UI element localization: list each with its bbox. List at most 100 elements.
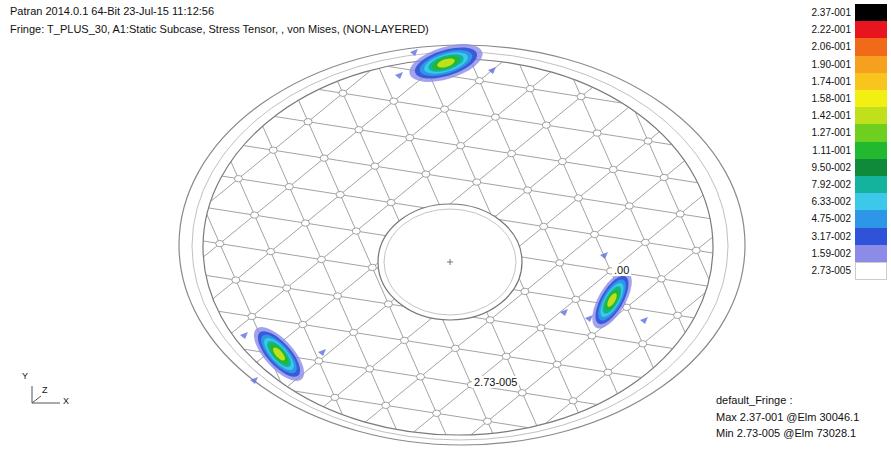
contour-fleck [395, 72, 403, 79]
grid-node [526, 85, 534, 91]
axis-triad [32, 386, 60, 403]
grid-node [400, 337, 408, 343]
center-mark [447, 259, 453, 265]
contour-band [602, 287, 622, 313]
grid-node [387, 199, 395, 205]
grid-node [572, 296, 580, 302]
grid-node [518, 390, 526, 396]
grid-node [384, 301, 392, 307]
grid-rib [131, 0, 891, 19]
grid-rib [585, 0, 845, 454]
grid-node [234, 175, 242, 181]
contour-band [605, 292, 618, 309]
contour-band [589, 271, 635, 329]
grid-node [639, 341, 647, 347]
grid-node [232, 277, 240, 283]
grid-rib [0, 45, 202, 454]
grid-node [382, 402, 390, 408]
center-hole [378, 204, 522, 320]
legend-swatch [855, 4, 887, 22]
grid-node [339, 90, 347, 96]
grid-node [475, 77, 483, 83]
grid-node [540, 223, 548, 229]
axis-letter: X [63, 397, 69, 407]
grid-rib [378, 150, 891, 454]
stress-contours [240, 37, 648, 389]
legend-value: 9.50-002 [812, 162, 851, 173]
contour-fleck [250, 377, 258, 384]
legend-value: 1.27-001 [812, 127, 851, 138]
grid-node [336, 191, 344, 197]
y-axis [32, 386, 33, 403]
grid-rib [75, 85, 891, 214]
legend-value: 4.75-002 [812, 213, 851, 224]
grid-node [674, 312, 682, 318]
grid-rib [714, 0, 891, 449]
grid-rib [0, 35, 245, 454]
grid-rib [77, 0, 639, 410]
legend-value: 2.73-005 [812, 265, 851, 276]
grid-rib [0, 0, 438, 277]
contour-band [426, 51, 465, 75]
contour-fleck [318, 349, 326, 356]
grid-rib [157, 0, 417, 454]
legend-value: 2.06-001 [812, 41, 851, 52]
grid-node [301, 220, 309, 226]
result-summary: Max 2.37-001 @Elm 30046.1 [716, 411, 859, 423]
legend-value: 7.92-002 [812, 179, 851, 190]
grid-rib [0, 410, 803, 454]
contour-band [593, 276, 632, 325]
grid-rib [110, 0, 672, 433]
legend-swatch [855, 142, 887, 160]
grid-node [569, 398, 577, 404]
legend-swatch [855, 124, 887, 142]
grid-node [692, 247, 700, 253]
contour-band [271, 346, 287, 363]
legend-value: 6.33-002 [812, 196, 851, 207]
grid-rib [143, 0, 705, 454]
z-axis [32, 396, 41, 403]
contour-band [405, 37, 487, 90]
grid-node [422, 171, 430, 177]
grid-rib [628, 0, 888, 454]
grid-rib [210, 39, 772, 454]
legend-swatch [855, 107, 887, 125]
grid-node [451, 345, 459, 351]
grid-rib [344, 128, 891, 454]
grid-node [355, 126, 363, 132]
grid-node [317, 256, 325, 262]
grid-rib [28, 24, 288, 454]
grid-node [334, 293, 342, 299]
grid-node [483, 418, 491, 424]
grid-node [676, 211, 684, 217]
grid-node [371, 163, 379, 169]
grid-rib [85, 53, 891, 182]
grid-rib [478, 217, 891, 454]
legend-value: 1.90-001 [812, 59, 851, 70]
stress-hotspot [405, 37, 487, 90]
grid-node [267, 248, 275, 254]
grid-rib [0, 0, 538, 344]
contour-band [596, 280, 628, 321]
grid-rib [10, 0, 572, 366]
grid-rib [542, 0, 802, 454]
grid-node [556, 260, 564, 266]
grid-node [417, 374, 425, 380]
grid-node [558, 158, 566, 164]
axis-letter: Z [42, 386, 48, 396]
fringe-value: 2.73-005 [472, 376, 519, 388]
legend-swatch [855, 193, 887, 211]
grid-node [508, 150, 516, 156]
grid-rib [114, 4, 374, 454]
legend-value: 3.17-002 [812, 231, 851, 242]
grid-node [524, 187, 532, 193]
grid-rib [328, 0, 588, 454]
contour-band [246, 319, 313, 389]
grid-node [473, 179, 481, 185]
grid-node [315, 358, 323, 364]
legend-value: 1.11-001 [812, 145, 851, 156]
grid-node [441, 106, 449, 112]
grid-node [542, 122, 550, 128]
